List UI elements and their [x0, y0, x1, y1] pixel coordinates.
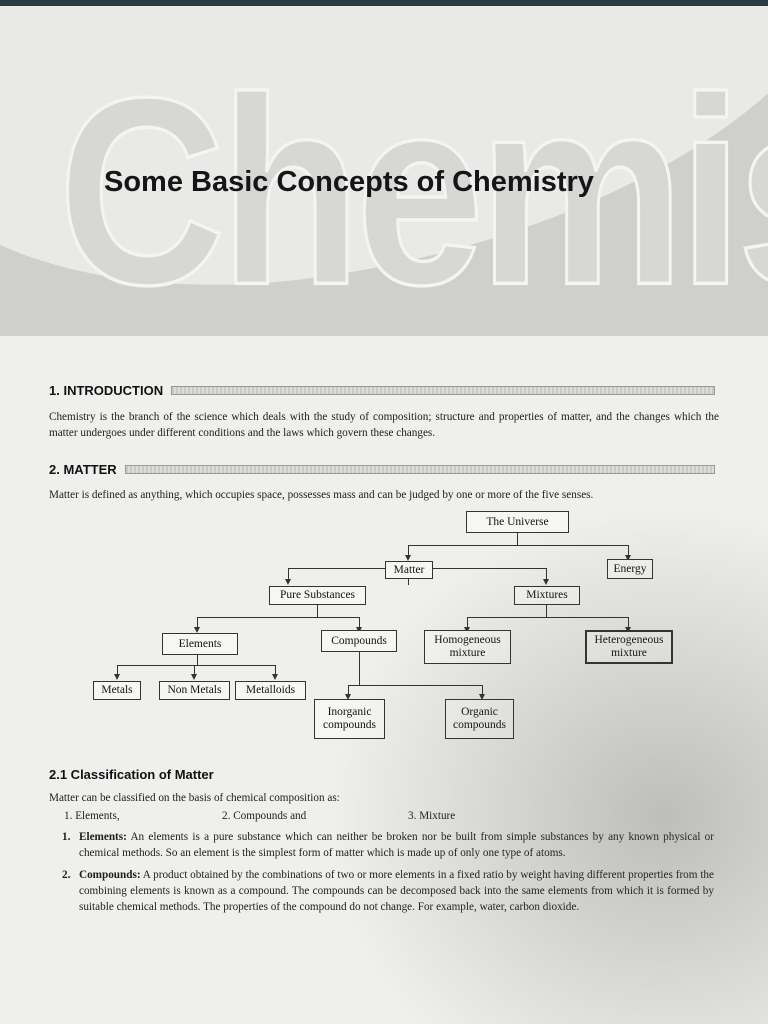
node-energy: Energy	[607, 559, 653, 579]
node-mixtures: Mixtures	[514, 586, 580, 605]
section-heading-introduction: 1. INTRODUCTION	[49, 380, 715, 400]
classification-intro: Matter can be classified on the basis of…	[49, 792, 340, 804]
definition-compounds: 2. Compounds: A product obtained by the …	[62, 869, 714, 913]
definition-elements: 1. Elements: An elements is a pure subst…	[62, 831, 714, 859]
subsection-heading-classification: 2.1 Classification of Matter	[49, 767, 214, 782]
node-heterogeneous-mixture: Heterogeneous mixture	[585, 630, 673, 664]
classification-diagram: The Universe Matter Energy Pure Substanc…	[0, 505, 768, 755]
node-inorganic-compounds: Inorganic compounds	[314, 699, 385, 739]
introduction-paragraph: Chemistry is the branch of the science w…	[49, 411, 719, 439]
header-watermark-word: Chemistry	[57, 41, 768, 342]
option-mixture: 3. Mixture	[408, 810, 456, 822]
node-matter: Matter	[385, 561, 433, 579]
matter-paragraph: Matter is defined as anything, which occ…	[49, 489, 594, 501]
node-metalloids: Metalloids	[235, 681, 306, 700]
node-elements: Elements	[162, 633, 238, 655]
chapter-title: Some Basic Concepts of Chemistry	[104, 166, 594, 198]
node-compounds: Compounds	[321, 630, 397, 652]
option-elements: 1. Elements,	[64, 810, 120, 822]
section-heading-matter: 2. MATTER	[49, 459, 715, 479]
node-organic-compounds: Organic compounds	[445, 699, 514, 739]
node-homogeneous-mixture: Homogeneous mixture	[424, 630, 511, 664]
node-the-universe: The Universe	[466, 511, 569, 533]
node-metals: Metals	[93, 681, 141, 700]
page-top-edge	[0, 0, 768, 6]
option-compounds: 2. Compounds and	[222, 810, 307, 822]
node-non-metals: Non Metals	[159, 681, 230, 700]
node-pure-substances: Pure Substances	[269, 586, 366, 605]
